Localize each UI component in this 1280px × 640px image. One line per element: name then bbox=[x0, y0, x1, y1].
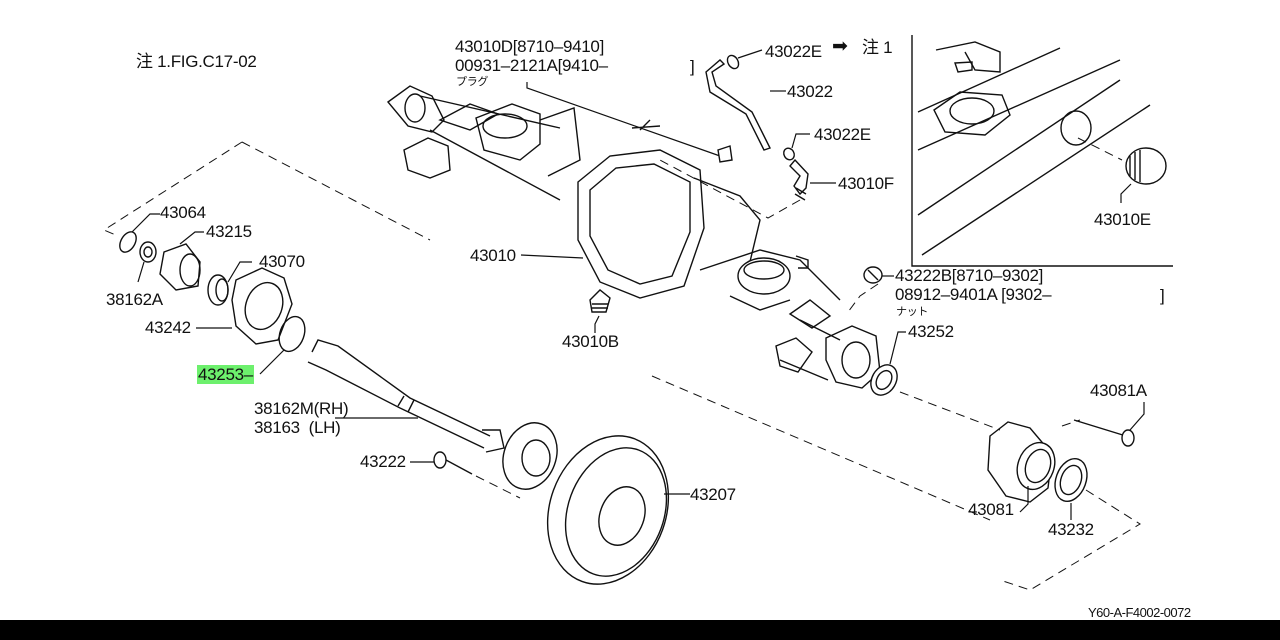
label-43010f: 43010F bbox=[838, 174, 894, 193]
inset-frame bbox=[911, 35, 1173, 267]
brake-rotor-43207 bbox=[546, 435, 670, 585]
drain-plug-43010b bbox=[589, 289, 611, 313]
arrow-right-icon: ➡ bbox=[832, 36, 848, 57]
label-43242: 43242 bbox=[145, 318, 191, 337]
label-43022e-mid: 43022E bbox=[814, 125, 871, 144]
o-ring-43253 bbox=[278, 315, 306, 353]
nut-43222b bbox=[863, 266, 883, 284]
washer-43064 bbox=[119, 231, 137, 253]
breather-hose bbox=[705, 54, 809, 201]
hub-bolt-43222 bbox=[433, 451, 473, 475]
label-nut-kana: ナット bbox=[896, 306, 929, 318]
label-43022e-top: 43022E bbox=[765, 42, 822, 61]
bolt-43081a bbox=[1073, 419, 1135, 447]
label-43222b: 43222B[8710–9302] bbox=[895, 266, 1044, 285]
label-00931-close: ] bbox=[690, 57, 695, 76]
bearing-43215 bbox=[159, 243, 201, 291]
label-08912-9401a: 08912–9401A [9302– bbox=[895, 285, 1052, 304]
figure-code: Y60-A-F4002-0072 bbox=[1088, 605, 1191, 620]
label-43081: 43081 bbox=[968, 500, 1014, 519]
label-43070: 43070 bbox=[259, 252, 305, 271]
label-43222: 43222 bbox=[360, 452, 406, 471]
highlight-43253[interactable]: 43253– bbox=[197, 365, 254, 384]
axle-shaft-38162m bbox=[307, 339, 558, 490]
label-00931-2121a: 00931–2121A[9410– bbox=[455, 56, 608, 75]
label-43022: 43022 bbox=[787, 82, 833, 101]
label-38162a: 38162A bbox=[106, 290, 163, 309]
label-plug-kana: プラグ bbox=[456, 76, 489, 88]
plug-00931 bbox=[717, 145, 733, 163]
label-43010b: 43010B bbox=[562, 332, 619, 351]
label-43010d: 43010D[8710–9410] bbox=[455, 37, 604, 56]
spacer-43070 bbox=[207, 274, 229, 306]
bottom-bar bbox=[0, 620, 1280, 640]
label-38163-lh: 38163 (LH) bbox=[254, 418, 341, 437]
label-43252: 43252 bbox=[908, 322, 954, 341]
nut-38162a bbox=[139, 241, 157, 263]
plug-43010e bbox=[1125, 147, 1167, 185]
retainer-43242 bbox=[231, 267, 293, 345]
label-43010: 43010 bbox=[470, 246, 516, 265]
label-43081a: 43081A bbox=[1090, 381, 1147, 400]
axle-housing-43010 bbox=[386, 85, 881, 389]
bearing-housing-43081 bbox=[987, 421, 1056, 503]
oil-seal-43252 bbox=[870, 364, 898, 396]
label-43253-highlighted[interactable]: 43253– bbox=[197, 365, 254, 384]
figure-note: 注 1.FIG.C17-02 bbox=[136, 52, 257, 71]
label-43010e: 43010E bbox=[1094, 210, 1151, 229]
label-43064: 43064 bbox=[160, 203, 206, 222]
label-43215: 43215 bbox=[206, 222, 252, 241]
label-note-ref: 注 1 bbox=[862, 38, 893, 57]
label-38162m-rh: 38162M(RH) bbox=[254, 399, 349, 418]
seal-43232 bbox=[1054, 457, 1088, 503]
label-43207: 43207 bbox=[690, 485, 736, 504]
label-08912-close: ] bbox=[1160, 286, 1165, 305]
label-43232: 43232 bbox=[1048, 520, 1094, 539]
